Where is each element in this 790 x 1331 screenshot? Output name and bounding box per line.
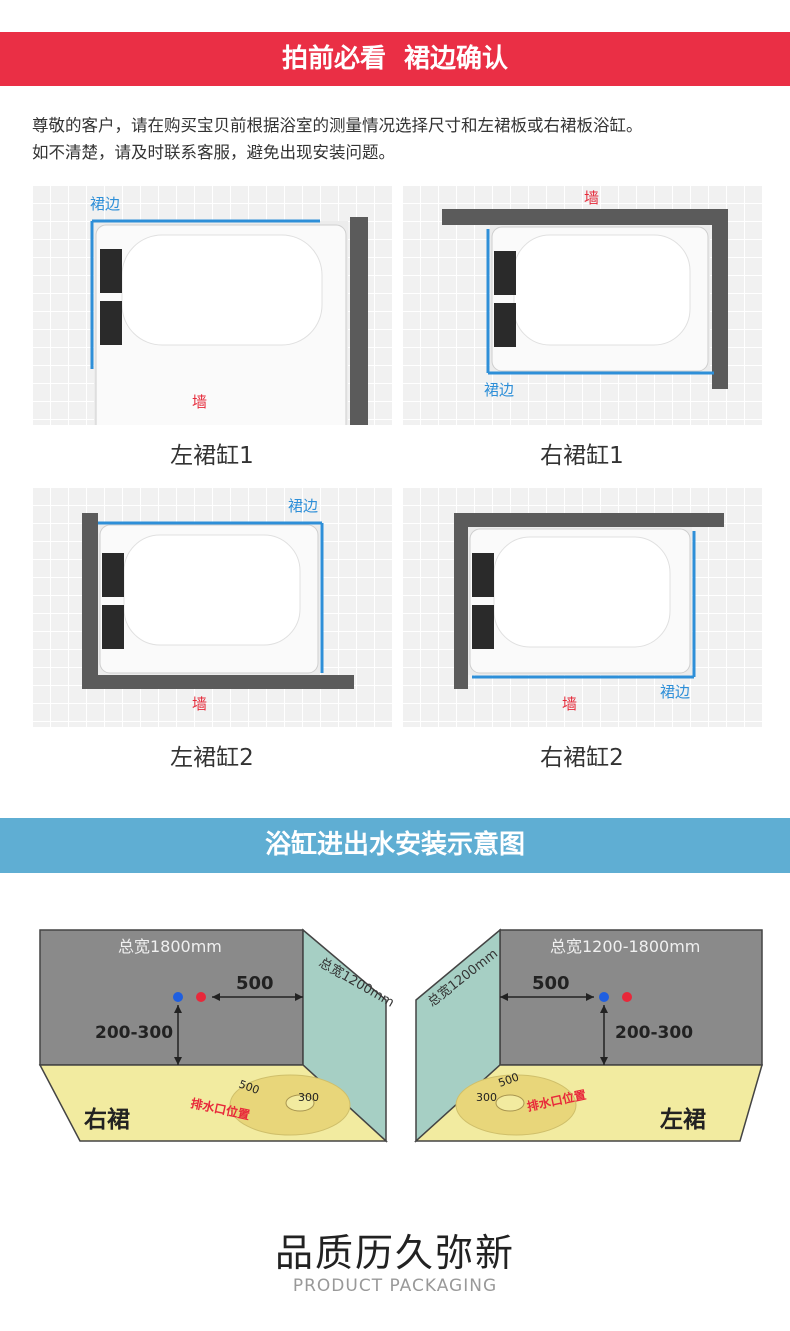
wall-right (712, 209, 728, 389)
pillow (102, 605, 124, 649)
intro-text: 尊敬的客户，请在购买宝贝前根据浴室的测量情况选择尺寸和左裙板或右裙板浴缸。 如不… (32, 112, 772, 166)
pillow (100, 301, 122, 345)
panel-4-caption: 右裙缸2 (540, 745, 624, 771)
panel-1-illustration: 裙边 墙 (90, 195, 368, 425)
pillow (494, 303, 516, 347)
skirt-label: 裙边 (484, 381, 514, 399)
wall-left (454, 513, 468, 689)
intro-line-1: 尊敬的客户，请在购买宝贝前根据浴室的测量情况选择尺寸和左裙板或右裙板浴缸。 (32, 116, 643, 135)
dim-v-label: 200-300 (615, 1023, 693, 1043)
wall-top (454, 513, 724, 527)
panel-2-illustration: 墙 裙边 (442, 189, 728, 399)
panel-3-illustration: 裙边 墙 (82, 497, 354, 713)
wall-bottom (82, 675, 354, 689)
skirt-label: 裙边 (660, 683, 690, 701)
skirt-side-label: 左裙 (660, 1106, 706, 1133)
top-banner: 拍前必看 裙边确认 (0, 32, 790, 86)
panel-3-caption: 左裙缸2 (170, 745, 254, 771)
panel-left-skirt-2: 裙边 墙 (32, 487, 392, 727)
dim-h-label: 500 (532, 973, 570, 994)
pillow (100, 249, 122, 293)
wall-top (442, 209, 728, 225)
hot-inlet (622, 992, 632, 1002)
diagram-left: 总宽1800mm 总宽1200mm 500 200-300 排水口位置 500 … (38, 928, 397, 1143)
install-banner-title: 浴缸进出水安装示意图 (264, 830, 525, 860)
pillow (102, 553, 124, 597)
cold-inlet (173, 992, 183, 1002)
footer-subtitle: PRODUCT PACKAGING (292, 1276, 498, 1296)
skirt-label: 裙边 (90, 195, 120, 213)
cold-inlet (599, 992, 609, 1002)
wall-label: 墙 (562, 695, 577, 713)
pillow (494, 251, 516, 295)
drain-dim-b: 300 (476, 1091, 497, 1104)
install-diagram: 总宽1800mm 总宽1200mm 500 200-300 排水口位置 500 … (38, 928, 763, 1143)
panel-2-caption: 右裙缸1 (540, 443, 624, 469)
skirt-side-label: 右裙 (84, 1106, 130, 1133)
total-width-label: 总宽1800mm (118, 937, 222, 956)
drain-dim-b: 300 (298, 1091, 319, 1104)
wall-label: 墙 (192, 695, 207, 713)
wall-label: 墙 (192, 393, 207, 411)
panel-4-illustration: 裙边 墙 (454, 513, 724, 713)
wall-label: 墙 (584, 189, 599, 207)
hot-inlet (196, 992, 206, 1002)
top-banner-title: 拍前必看 裙边确认 (281, 44, 509, 74)
total-width-label: 总宽1200-1800mm (550, 937, 700, 956)
pillow (472, 605, 494, 649)
panel-left-skirt-1: 裙边 墙 (32, 185, 392, 425)
skirt-label: 裙边 (288, 497, 318, 515)
dim-v-label: 200-300 (95, 1023, 173, 1043)
diagram-right: 总宽1200-1800mm 总宽1200mm 500 200-300 排水口位置… (414, 928, 763, 1143)
dim-h-label: 500 (236, 973, 274, 994)
panel-1-caption: 左裙缸1 (170, 443, 254, 469)
panel-right-skirt-1: 墙 裙边 (402, 185, 762, 425)
pillow (472, 553, 494, 597)
wall-right (350, 217, 368, 425)
install-banner: 浴缸进出水安装示意图 (0, 818, 790, 873)
panel-right-skirt-2: 裙边 墙 (402, 487, 762, 727)
intro-line-2: 如不清楚，请及时联系客服，避免出现安装问题。 (32, 143, 395, 162)
footer-title: 品质历久弥新 (274, 1231, 515, 1275)
wall-left (82, 513, 98, 689)
